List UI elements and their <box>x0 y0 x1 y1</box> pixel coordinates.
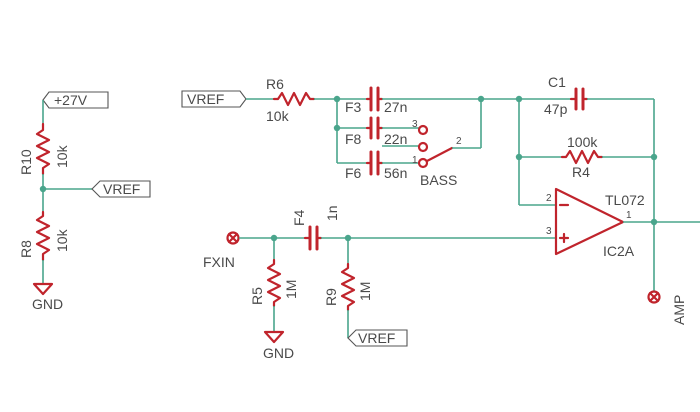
bass-label: BASS <box>420 172 457 188</box>
bass-pin-1: 1 <box>412 155 418 166</box>
resistor-r4 <box>560 149 604 165</box>
c1-value: 47p <box>544 101 568 117</box>
f4-value: 1n <box>324 205 340 221</box>
resistor-r9 <box>340 262 356 312</box>
vref-label-bottom: VREF <box>358 330 395 346</box>
supply-27v-label: +27V <box>54 92 88 108</box>
c1-name: C1 <box>548 74 566 90</box>
vref-tag-left: VREF <box>91 180 151 198</box>
opamp-part-label: TL072 <box>605 192 645 208</box>
opamp-pin-1: 1 <box>626 210 632 221</box>
vref-label-left: VREF <box>103 181 140 197</box>
resistor-r5 <box>266 258 282 308</box>
opamp-pin-2: 2 <box>546 193 552 204</box>
ground-symbol <box>32 282 54 296</box>
r8-value: 10k <box>54 228 70 252</box>
r6-value: 10k <box>266 108 290 124</box>
supply-27v-tag: +27V <box>42 91 109 109</box>
r5-value: 1M <box>283 280 299 299</box>
r9-name: R9 <box>323 288 339 306</box>
ground-symbol <box>263 330 285 344</box>
resistor-r8 <box>35 210 51 262</box>
f6-name: F6 <box>345 165 362 181</box>
fxin-connector[interactable] <box>226 231 240 245</box>
divider-network: +27V R10 10k VREF R8 10k GND <box>18 91 151 312</box>
r10-name: R10 <box>18 149 34 175</box>
gnd-label-r5: GND <box>263 345 294 361</box>
fxin-label: FXIN <box>203 254 235 270</box>
r9-value: 1M <box>357 282 373 301</box>
amp-connector[interactable] <box>647 290 661 304</box>
resistor-r10 <box>35 122 51 176</box>
f3-value: 27n <box>384 99 407 115</box>
amp-label: AMP <box>671 295 687 325</box>
r4-value: 100k <box>567 134 598 150</box>
vref-tag-bottom: VREF <box>347 329 408 347</box>
bass-pin-3: 3 <box>412 119 418 130</box>
opamp-ic2a: 2 3 1 TL072 IC2A <box>546 187 700 291</box>
opamp-ref-label: IC2A <box>603 243 635 259</box>
r4-name: R4 <box>572 164 590 180</box>
vref-tag-top: VREF <box>181 90 247 108</box>
bass-pin-2: 2 <box>456 136 462 147</box>
f3-name: F3 <box>345 99 362 115</box>
feedback-network: VREF R6 10k F3 27n F8 22n <box>181 74 658 222</box>
opamp-pin-3: 3 <box>546 226 552 237</box>
input-network: FXIN F4 1n R5 1M GND R9 1M VREF <box>203 205 556 361</box>
r8-name: R8 <box>18 240 34 258</box>
r5-name: R5 <box>249 287 265 305</box>
resistor-r6 <box>272 91 316 107</box>
r10-value: 10k <box>54 144 70 168</box>
gnd-label-left: GND <box>32 296 63 312</box>
vref-label-top: VREF <box>187 91 224 107</box>
f6-value: 56n <box>384 165 407 181</box>
f4-name: F4 <box>291 209 307 226</box>
f8-name: F8 <box>345 131 362 147</box>
r6-name: R6 <box>266 76 284 92</box>
f8-value: 22n <box>384 131 407 147</box>
bass-switch: 3 2 1 BASS <box>412 99 482 188</box>
